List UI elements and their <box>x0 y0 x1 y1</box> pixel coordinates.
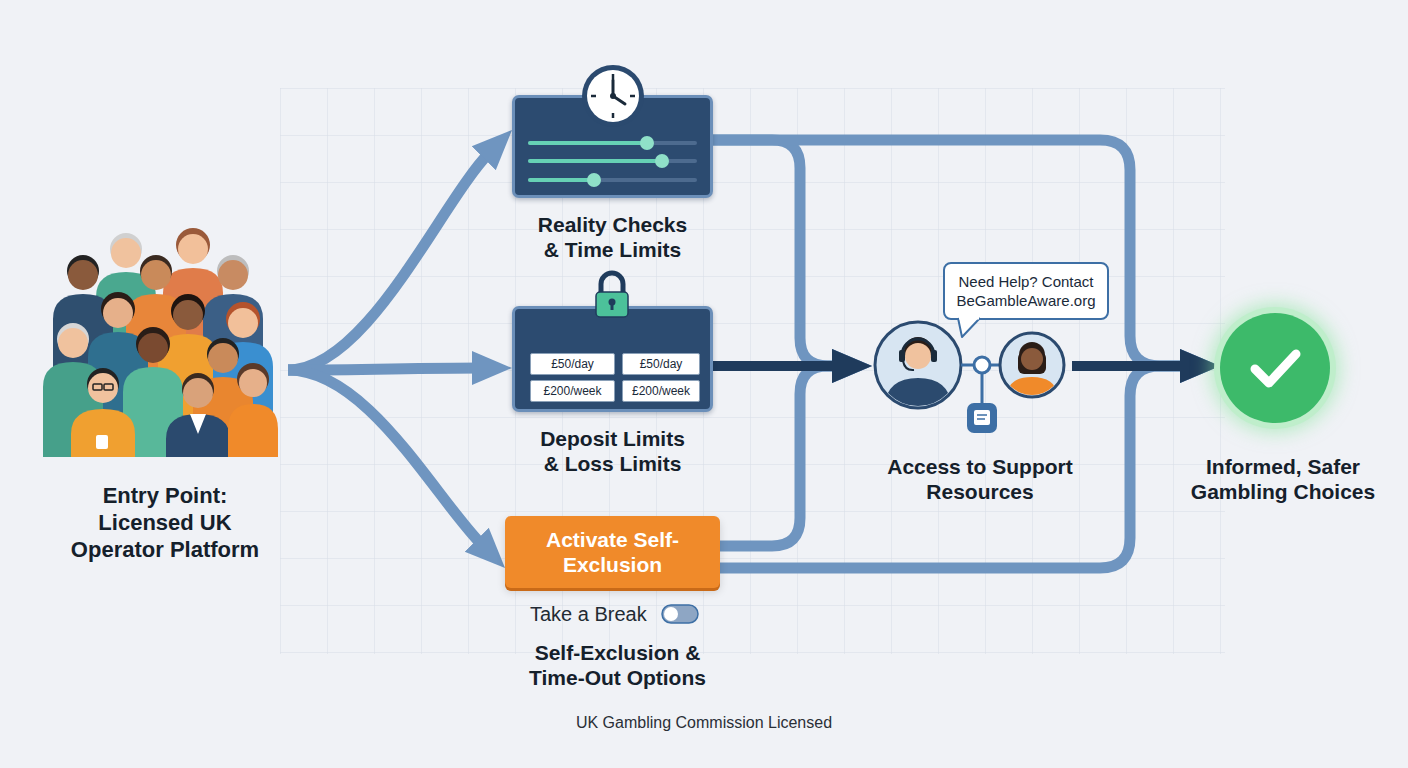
node-heading: Reality Checks & Time Limits <box>530 212 695 262</box>
limit-chip: £50/day <box>622 353 700 375</box>
node-heading: Deposit Limits & Loss Limits <box>530 426 695 476</box>
limit-value: £50/day <box>551 357 594 371</box>
limit-value: £200/week <box>632 384 690 398</box>
flow-arrow <box>1072 361 1190 371</box>
limit-chip: £50/day <box>530 353 615 375</box>
toggle-label: Take a Break <box>530 602 647 626</box>
grid-area <box>280 88 1225 654</box>
bubble-text: Need Help? Contact BeGambleAware.org <box>949 272 1103 310</box>
support-group: Access to Support Resources <box>872 320 1072 435</box>
node-heading: Access to Support Resources <box>880 454 1080 504</box>
toggle-switch <box>662 605 698 623</box>
limit-chip: £200/week <box>622 380 700 402</box>
limit-value: £50/day <box>640 357 683 371</box>
entry-group: Entry Point: Licensed UK Operator Platfo… <box>38 222 288 457</box>
caption: UK Gambling Commission Licensed <box>0 713 1408 733</box>
button-text: Activate Self-Exclusion <box>518 527 708 577</box>
flow-arrow <box>288 151 491 370</box>
speech-bubble: Need Help? Contact BeGambleAware.org <box>943 262 1109 320</box>
flow-arrow <box>713 140 1190 366</box>
flow-arrow <box>720 366 1190 568</box>
flow-arrow <box>713 361 842 371</box>
outcome-circle: Informed, Safer Gambling Choices <box>1220 313 1330 423</box>
control-panel: Reality Checks & Time Limits <box>512 95 713 198</box>
speech-bubble-tail <box>958 318 980 337</box>
flow-arrow <box>713 140 842 366</box>
node-heading: Self-Exclusion & Time-Out Options <box>525 640 710 690</box>
people-crowd <box>43 228 278 457</box>
limit-value: £200/week <box>543 384 601 398</box>
flow-arrow <box>288 368 482 370</box>
node-heading: Informed, Safer Gambling Choices <box>1183 454 1383 504</box>
control-panel: Deposit Limits & Loss Limits£50/day£50/d… <box>512 306 713 412</box>
action-button: Activate Self-ExclusionSelf-Exclusion & … <box>505 516 720 588</box>
support-avatars <box>875 322 1064 433</box>
node-heading: Entry Point: Licensed UK Operator Platfo… <box>65 482 265 563</box>
flow-arrow <box>720 366 842 546</box>
flow-arrow <box>288 370 484 547</box>
limit-chip: £200/week <box>530 380 615 402</box>
